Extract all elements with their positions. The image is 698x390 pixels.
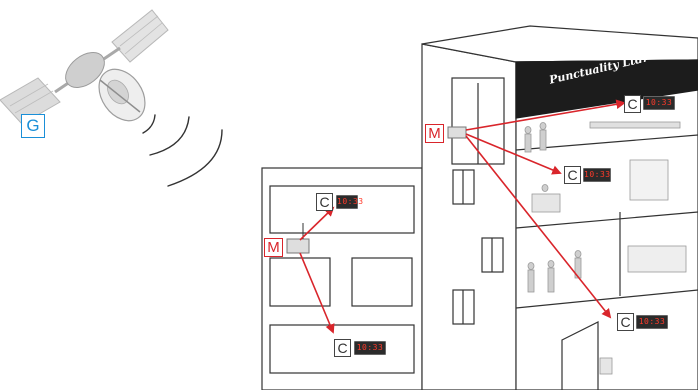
clock-display-right-top: 10:33	[643, 96, 675, 110]
master-unit-left	[287, 239, 309, 253]
clock-display-right-mid: 10:33	[583, 168, 611, 182]
clock-display-left-upper: 10:33	[336, 195, 358, 209]
radio-wave-icon	[143, 115, 222, 186]
clock-label-left-lower: C	[334, 339, 351, 357]
master-label-right: M	[425, 124, 444, 143]
clock-label-right-top: C	[624, 95, 641, 113]
clock-label-right-low: C	[617, 313, 634, 331]
master-unit-right	[448, 127, 466, 138]
gps-label: G	[21, 114, 45, 138]
clock-display-left-lower: 10:33	[354, 341, 386, 355]
satellite-icon	[0, 10, 168, 129]
clock-label-right-mid: C	[564, 166, 581, 184]
master-label-left: M	[264, 238, 283, 257]
clock-label-left-upper: C	[316, 193, 333, 211]
clock-display-right-low: 10:33	[636, 315, 668, 329]
